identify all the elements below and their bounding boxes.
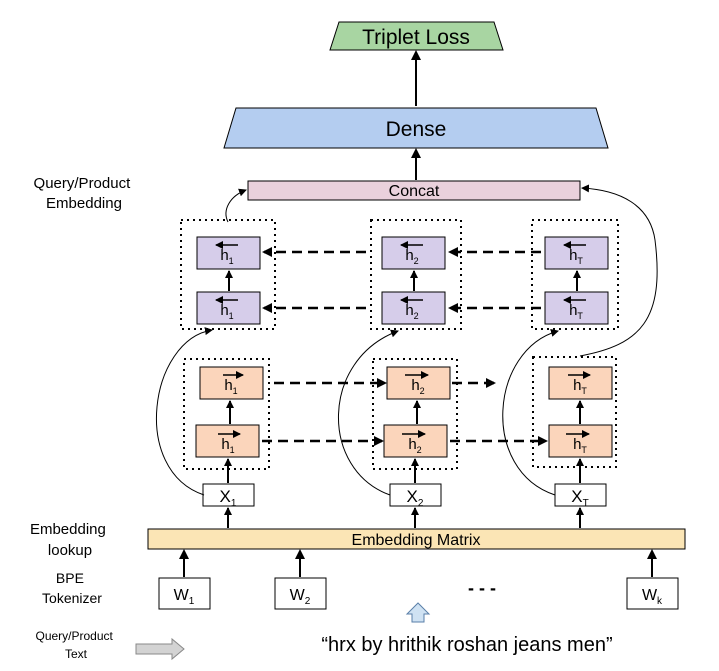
- forward-cell-top-t: hT: [548, 366, 613, 400]
- token-label: Wk: [642, 587, 663, 607]
- bpe-tokenizer-line-1: BPE: [56, 570, 84, 586]
- embedding-matrix-label: Embedding Matrix: [352, 532, 481, 549]
- token-ellipsis: - - -: [468, 578, 496, 598]
- right-arrow-icon: [135, 637, 185, 661]
- token-label: W1: [174, 587, 195, 607]
- input-label: X1: [220, 487, 237, 509]
- hidden-label: hT: [573, 377, 587, 396]
- dense-shape: [223, 107, 609, 149]
- input-x1: X1: [202, 483, 255, 509]
- query-product-text-line-1: Query/Product: [36, 629, 114, 643]
- concat-label: Concat: [389, 183, 440, 200]
- embedding-lookup-line-1: Embedding: [30, 521, 106, 538]
- up-arrow-icon: [405, 602, 431, 623]
- backward-cell-box: [381, 291, 446, 325]
- token-label: W2: [290, 587, 311, 607]
- token-box: [274, 577, 327, 610]
- backward-1-to-concat-arrow: [225, 188, 247, 223]
- backward-cell-bottom-t: hT: [544, 291, 609, 325]
- input-xt: XT: [554, 483, 607, 509]
- embedding-matrix-shape: [147, 528, 686, 550]
- backward-cell-box: [544, 236, 609, 270]
- forward-cell-bottom-1: h1: [195, 424, 260, 458]
- query-product-embedding-line-1: Query/Product: [34, 175, 132, 192]
- query-product-text-line-2: Text: [65, 647, 88, 661]
- backward-cell-box: [544, 291, 609, 325]
- concat-shape: [247, 180, 581, 201]
- forward-t-to-concat-arrow: [579, 184, 658, 357]
- text-to-tokenizer-hint-arrow: [135, 637, 185, 661]
- forward-cell-box: [548, 366, 613, 400]
- forward-cell-box: [199, 366, 264, 400]
- backward-cell-box: [381, 236, 446, 270]
- hidden-label: h1: [220, 302, 233, 321]
- skip-arrow-x1-to-backward: [156, 327, 213, 496]
- forward-group-1: [183, 358, 270, 470]
- backward-cell-bottom-2: h2: [381, 291, 446, 325]
- backward-cell-top-1: h1: [196, 236, 261, 270]
- forward-cell-bottom-t: hT: [548, 424, 613, 458]
- backward-group-2: [370, 219, 462, 330]
- forward-cell-box: [383, 424, 448, 458]
- token-wk: Wk: [626, 577, 679, 610]
- hidden-label: h1: [224, 377, 237, 396]
- hidden-label: h1: [221, 436, 234, 455]
- triplet-loss-label: Triplet Loss: [362, 26, 470, 49]
- hidden-label: hT: [569, 247, 583, 266]
- query-product-text-label: Query/Product Text: [36, 628, 117, 661]
- example-query-text: “hrx by hrithik roshan jeans men”: [321, 634, 612, 656]
- backward-group-t: [531, 219, 619, 330]
- forward-cell-box: [195, 424, 260, 458]
- bpe-tokenizer-label: BPE Tokenizer: [42, 570, 102, 606]
- query-product-embedding-label: Query/Product Embedding: [34, 175, 135, 212]
- token-w2: W2: [274, 577, 327, 610]
- input-x2: X2: [389, 483, 442, 509]
- triplet-loss-block: Triplet Loss: [329, 21, 504, 51]
- backward-cell-box: [196, 236, 261, 270]
- hidden-label: h2: [405, 247, 418, 266]
- backward-cell-top-t: hT: [544, 236, 609, 270]
- concat-block: Concat: [247, 180, 581, 201]
- embedding-lookup-line-2: lookup: [48, 542, 92, 559]
- dense-block: Dense: [223, 107, 609, 149]
- hidden-label: h2: [411, 377, 424, 396]
- dense-label: Dense: [386, 118, 447, 141]
- input-label: X2: [407, 487, 424, 509]
- forward-cell-top-2: h2: [386, 366, 451, 400]
- embedding-matrix-block: Embedding Matrix: [147, 528, 686, 550]
- backward-cell-box: [196, 291, 261, 325]
- forward-cell-box: [386, 366, 451, 400]
- input-label: XT: [571, 487, 588, 509]
- token-w1: W1: [158, 577, 211, 610]
- hidden-label: h2: [405, 302, 418, 321]
- skip-arrow-xt-to-backward: [502, 329, 559, 496]
- forward-cell-box: [548, 424, 613, 458]
- hidden-label: h2: [408, 436, 421, 455]
- bpe-tokenizer-line-2: Tokenizer: [42, 590, 102, 606]
- skip-arrow-x2-to-backward: [338, 329, 399, 496]
- backward-cell-top-2: h2: [381, 236, 446, 270]
- query-product-embedding-line-2: Embedding: [46, 195, 122, 212]
- text-to-tokens-up-arrow: [405, 602, 431, 623]
- forward-cell-top-1: h1: [199, 366, 264, 400]
- triplet-loss-shape: [329, 21, 504, 51]
- backward-cell-bottom-1: h1: [196, 291, 261, 325]
- token-box: [626, 577, 679, 610]
- forward-group-t: [532, 356, 617, 468]
- hidden-label: h1: [220, 247, 233, 266]
- hidden-label: hT: [573, 436, 587, 455]
- forward-cell-bottom-2: h2: [383, 424, 448, 458]
- token-box: [158, 577, 211, 610]
- hidden-label: hT: [569, 302, 583, 321]
- embedding-lookup-label: Embedding lookup: [30, 521, 110, 559]
